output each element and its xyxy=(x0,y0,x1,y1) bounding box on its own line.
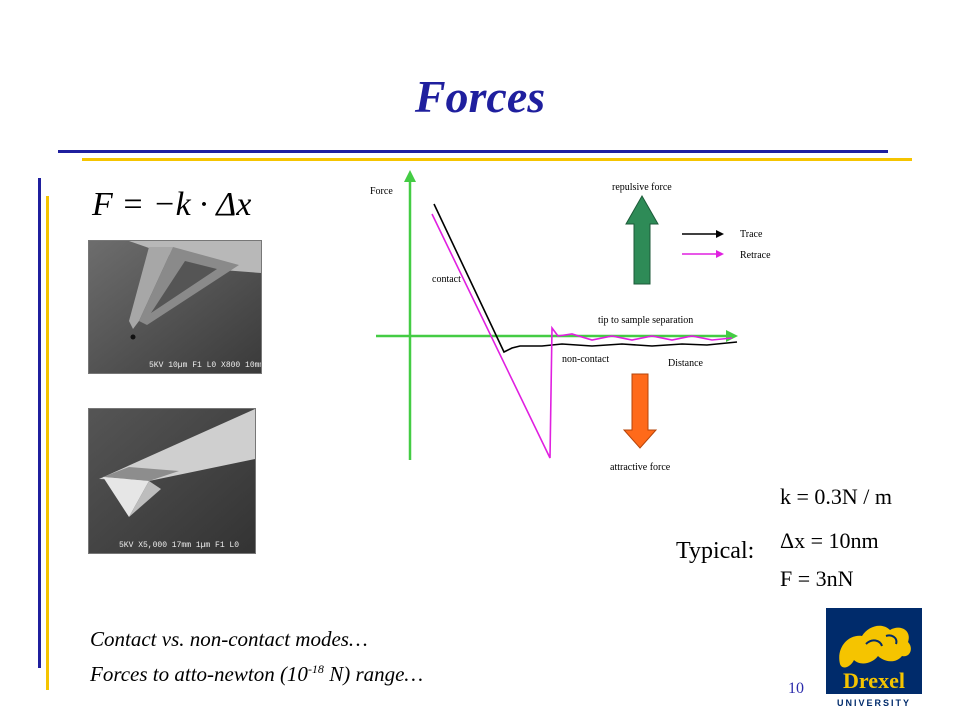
cantilever-scale-label: 5KV 10µm F1 L0 X800 10mm xyxy=(149,361,262,370)
y-axis-label: Force xyxy=(370,186,393,197)
repulsive-arrow xyxy=(625,194,659,285)
attractive-label: attractive force xyxy=(610,462,671,473)
caption-line-2: Forces to atto-newton (10-18 N) range… xyxy=(90,662,424,686)
force-distance-diagram: Force contact non-contact tip to sample … xyxy=(370,170,771,473)
separation-label: tip to sample separation xyxy=(598,315,693,326)
tip-scale-label: 5KV X5,000 17mm 1µm F1 L0 xyxy=(119,541,239,550)
trace-curve xyxy=(433,203,738,354)
tip-sem-image: 5KV X5,000 17mm 1µm F1 L0 xyxy=(88,408,256,554)
typical-dx: Δx = 10nm xyxy=(780,528,879,553)
repulsive-label: repulsive force xyxy=(612,182,672,193)
caption-line-1: Contact vs. non-contact modes… xyxy=(90,627,368,651)
slide-title: Forces xyxy=(414,71,546,122)
contact-label: contact xyxy=(432,274,461,285)
left-rule-navy xyxy=(38,178,41,668)
y-axis-arrowhead xyxy=(404,170,416,182)
caption: Contact vs. non-contact modes… Forces to… xyxy=(90,624,423,689)
typical-k: k = 0.3N / m xyxy=(780,484,893,509)
x-axis-label: Distance xyxy=(668,358,704,369)
typical-label: Typical: xyxy=(676,538,755,564)
legend-trace-label: Trace xyxy=(740,229,763,240)
drexel-logo: Drexel UNIVERSITY xyxy=(826,608,922,710)
legend-retrace-arrowhead xyxy=(716,250,724,258)
logo-subtitle: UNIVERSITY xyxy=(837,698,911,708)
title-underline-gold xyxy=(82,158,912,161)
attractive-arrow xyxy=(622,373,658,449)
x-axis-arrowhead xyxy=(726,330,738,342)
typical-force: F = 3nN xyxy=(780,566,854,591)
title-underline-navy xyxy=(58,150,888,153)
logo-wordmark: Drexel xyxy=(843,668,905,693)
non-contact-label: non-contact xyxy=(562,354,609,365)
left-rule-gold xyxy=(46,196,49,690)
cantilever-sem-image: 5KV 10µm F1 L0 X800 10mm xyxy=(88,240,262,374)
caption-exponent: -18 xyxy=(307,662,324,676)
hooke-formula: F = −k · Δx xyxy=(92,186,252,223)
page-number: 10 xyxy=(788,680,804,697)
legend-trace-arrowhead xyxy=(716,230,724,238)
legend-retrace-label: Retrace xyxy=(740,250,771,261)
retrace-curve xyxy=(431,213,733,459)
